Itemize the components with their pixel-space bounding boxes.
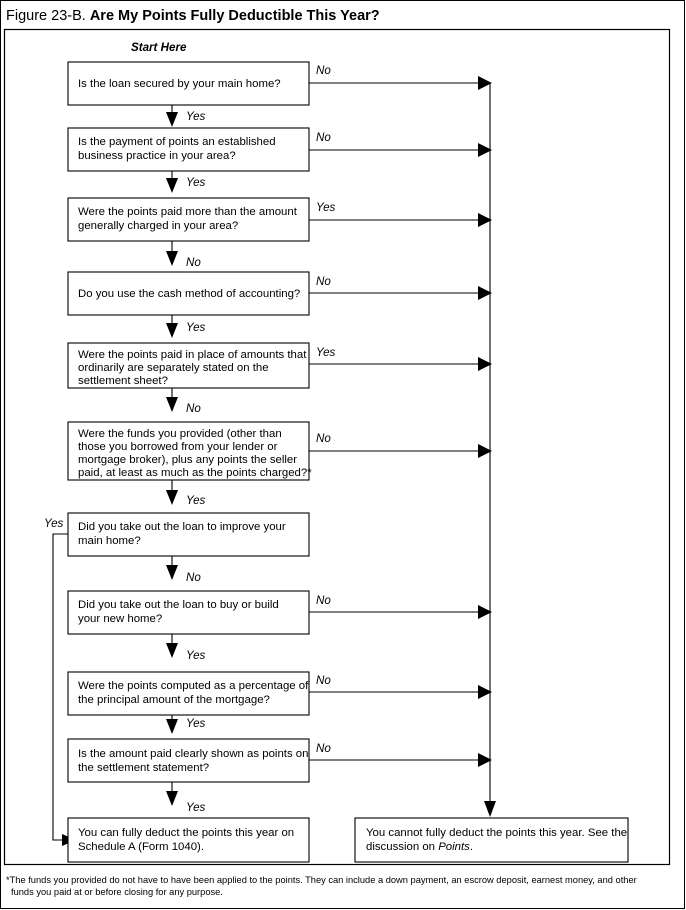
- node-q7-box[interactable]: [67, 512, 310, 557]
- node-q7-line-0: Did you take out the loan to improve you…: [78, 521, 286, 533]
- node-q3-box[interactable]: [67, 197, 310, 242]
- node-q1-line-0: Is the loan secured by your main home?: [78, 78, 281, 90]
- node-q8[interactable]: Did you take out the loan to buy or buil…: [67, 590, 310, 635]
- node-q10-line-0: Is the amount paid clearly shown as poin…: [78, 748, 308, 760]
- node-q8-line-1: your new home?: [78, 613, 162, 625]
- node-q1-down-arrowhead: [166, 112, 178, 127]
- node-q6-line-1: those you borrowed from your lender or: [78, 441, 278, 453]
- figure-number: Figure 23-B.: [6, 8, 86, 24]
- node-q10-side-arrowhead: [478, 753, 492, 767]
- node-q10-side-label: No: [316, 742, 331, 755]
- node-q2-down-label: Yes: [186, 176, 206, 189]
- node-q8-box[interactable]: [67, 590, 310, 635]
- figure-frame: [3, 28, 671, 866]
- node-q8-line-0: Did you take out the loan to buy or buil…: [78, 599, 279, 611]
- node-q1[interactable]: Is the loan secured by your main home?: [67, 61, 310, 106]
- outcome-not-deductible[interactable]: You cannot fully deduct the points this …: [354, 817, 629, 863]
- node-q3-side-label: Yes: [316, 201, 336, 214]
- start-here-label: Start Here: [131, 41, 187, 54]
- node-q2-line-1: business practice in your area?: [78, 150, 236, 162]
- node-q3-down-arrowhead: [166, 251, 178, 266]
- node-q5-down-arrowhead: [166, 397, 178, 412]
- node-q9[interactable]: Were the points computed as a percentage…: [67, 671, 310, 716]
- figure-title: Figure 23-B. Are My Points Fully Deducti…: [6, 7, 380, 25]
- node-q9-down-arrowhead: [166, 719, 178, 734]
- node-q7[interactable]: Did you take out the loan to improve you…: [67, 512, 310, 557]
- node-q9-line-1: the principal amount of the mortgage?: [78, 694, 270, 706]
- outcome-not-deductible-line1-b: .: [470, 841, 473, 853]
- node-q10-line-1: the settlement statement?: [78, 762, 209, 774]
- node-q3-line-0: Were the points paid more than the amoun…: [78, 206, 298, 218]
- node-q3-down-label: No: [186, 256, 201, 269]
- node-q4-side-arrowhead: [478, 286, 492, 300]
- node-q5-side-arrowhead: [478, 357, 492, 371]
- outcome-deductible-line-0: You can fully deduct the points this yea…: [78, 827, 294, 839]
- node-q4-down-label: Yes: [186, 321, 206, 334]
- node-q5-box[interactable]: [67, 342, 310, 389]
- node-q10-down-label: Yes: [186, 801, 206, 814]
- outcome-not-deductible-box[interactable]: [354, 817, 629, 863]
- outcome-not-deductible-line-0: You cannot fully deduct the points this …: [366, 827, 627, 839]
- right-trunk-arrowhead: [484, 801, 496, 817]
- outcome-not-deductible-line-1: discussion on Points.: [366, 841, 473, 853]
- node-q6-down-label: Yes: [186, 494, 206, 507]
- node-q9-line-0: Were the points computed as a percentage…: [78, 680, 309, 692]
- node-q7-down-arrowhead: [166, 565, 178, 580]
- node-q3-side-arrowhead: [478, 213, 492, 227]
- node-q6-line-3: paid, at least as much as the points cha…: [78, 467, 312, 479]
- node-q6[interactable]: Were the funds you provided (other than …: [67, 421, 312, 481]
- node-q6-side-arrowhead: [478, 444, 492, 458]
- node-q5-side-label: Yes: [316, 346, 336, 359]
- outcome-deductible[interactable]: You can fully deduct the points this yea…: [67, 817, 310, 863]
- node-q2-down-arrowhead: [166, 178, 178, 193]
- node-q4-down-arrowhead: [166, 323, 178, 338]
- node-q7-down-label: No: [186, 571, 201, 584]
- node-q6-side-label: No: [316, 432, 331, 445]
- node-q9-side-label: No: [316, 674, 331, 687]
- node-q2-side-label: No: [316, 131, 331, 144]
- node-q4-line-0: Do you use the cash method of accounting…: [78, 288, 300, 300]
- outcome-not-deductible-points-ref: Points: [438, 841, 470, 853]
- node-q5-line-2: settlement sheet?: [78, 375, 168, 387]
- footnote: *The funds you provided do not have to h…: [6, 875, 678, 899]
- node-q5[interactable]: Were the points paid in place of amounts…: [67, 342, 310, 389]
- node-q3[interactable]: Were the points paid more than the amoun…: [67, 197, 310, 242]
- node-q9-side-arrowhead: [478, 685, 492, 699]
- node-q8-down-label: Yes: [186, 649, 206, 662]
- node-q4[interactable]: Do you use the cash method of accounting…: [67, 271, 310, 316]
- node-q1-down-label: Yes: [186, 110, 206, 123]
- node-q5-line-1: ordinarily are separately stated on the: [78, 362, 269, 374]
- outcome-deductible-box[interactable]: [67, 817, 310, 863]
- outcome-deductible-line-1: Schedule A (Form 1040).: [78, 841, 204, 853]
- node-q10[interactable]: Is the amount paid clearly shown as poin…: [67, 738, 310, 783]
- node-q2[interactable]: Is the payment of points an established …: [67, 127, 310, 172]
- node-q5-down-label: No: [186, 402, 201, 415]
- node-q1-side-arrowhead: [478, 76, 492, 90]
- node-q9-down-label: Yes: [186, 717, 206, 730]
- footnote-line-1: *The funds you provided do not have to h…: [6, 875, 637, 885]
- node-q7-side-label: Yes: [44, 517, 64, 530]
- node-q4-side-label: No: [316, 275, 331, 288]
- node-q5-line-0: Were the points paid in place of amounts…: [78, 349, 307, 361]
- node-q1-side-label: No: [316, 64, 331, 77]
- node-q8-side-arrowhead: [478, 605, 492, 619]
- left-loopback-line: [52, 533, 68, 841]
- node-q9-box[interactable]: [67, 671, 310, 716]
- node-q7-line-1: main home?: [78, 535, 141, 547]
- node-q6-line-0: Were the funds you provided (other than: [78, 428, 282, 440]
- node-q3-line-1: generally charged in your area?: [78, 220, 238, 232]
- node-q6-down-arrowhead: [166, 490, 178, 505]
- node-q10-box[interactable]: [67, 738, 310, 783]
- node-q8-down-arrowhead: [166, 643, 178, 658]
- node-q2-side-arrowhead: [478, 143, 492, 157]
- node-q4-box[interactable]: [67, 271, 310, 316]
- figure-heading: Are My Points Fully Deductible This Year…: [89, 8, 380, 24]
- node-q8-side-label: No: [316, 594, 331, 607]
- footnote-line-2: funds you paid at or before closing for …: [11, 886, 223, 897]
- outcome-not-deductible-line1-a: discussion on: [366, 841, 438, 853]
- node-q6-line-2: mortgage broker), plus any points the se…: [78, 454, 297, 466]
- node-q2-line-0: Is the payment of points an established: [78, 136, 276, 148]
- node-q10-down-arrowhead: [166, 791, 178, 806]
